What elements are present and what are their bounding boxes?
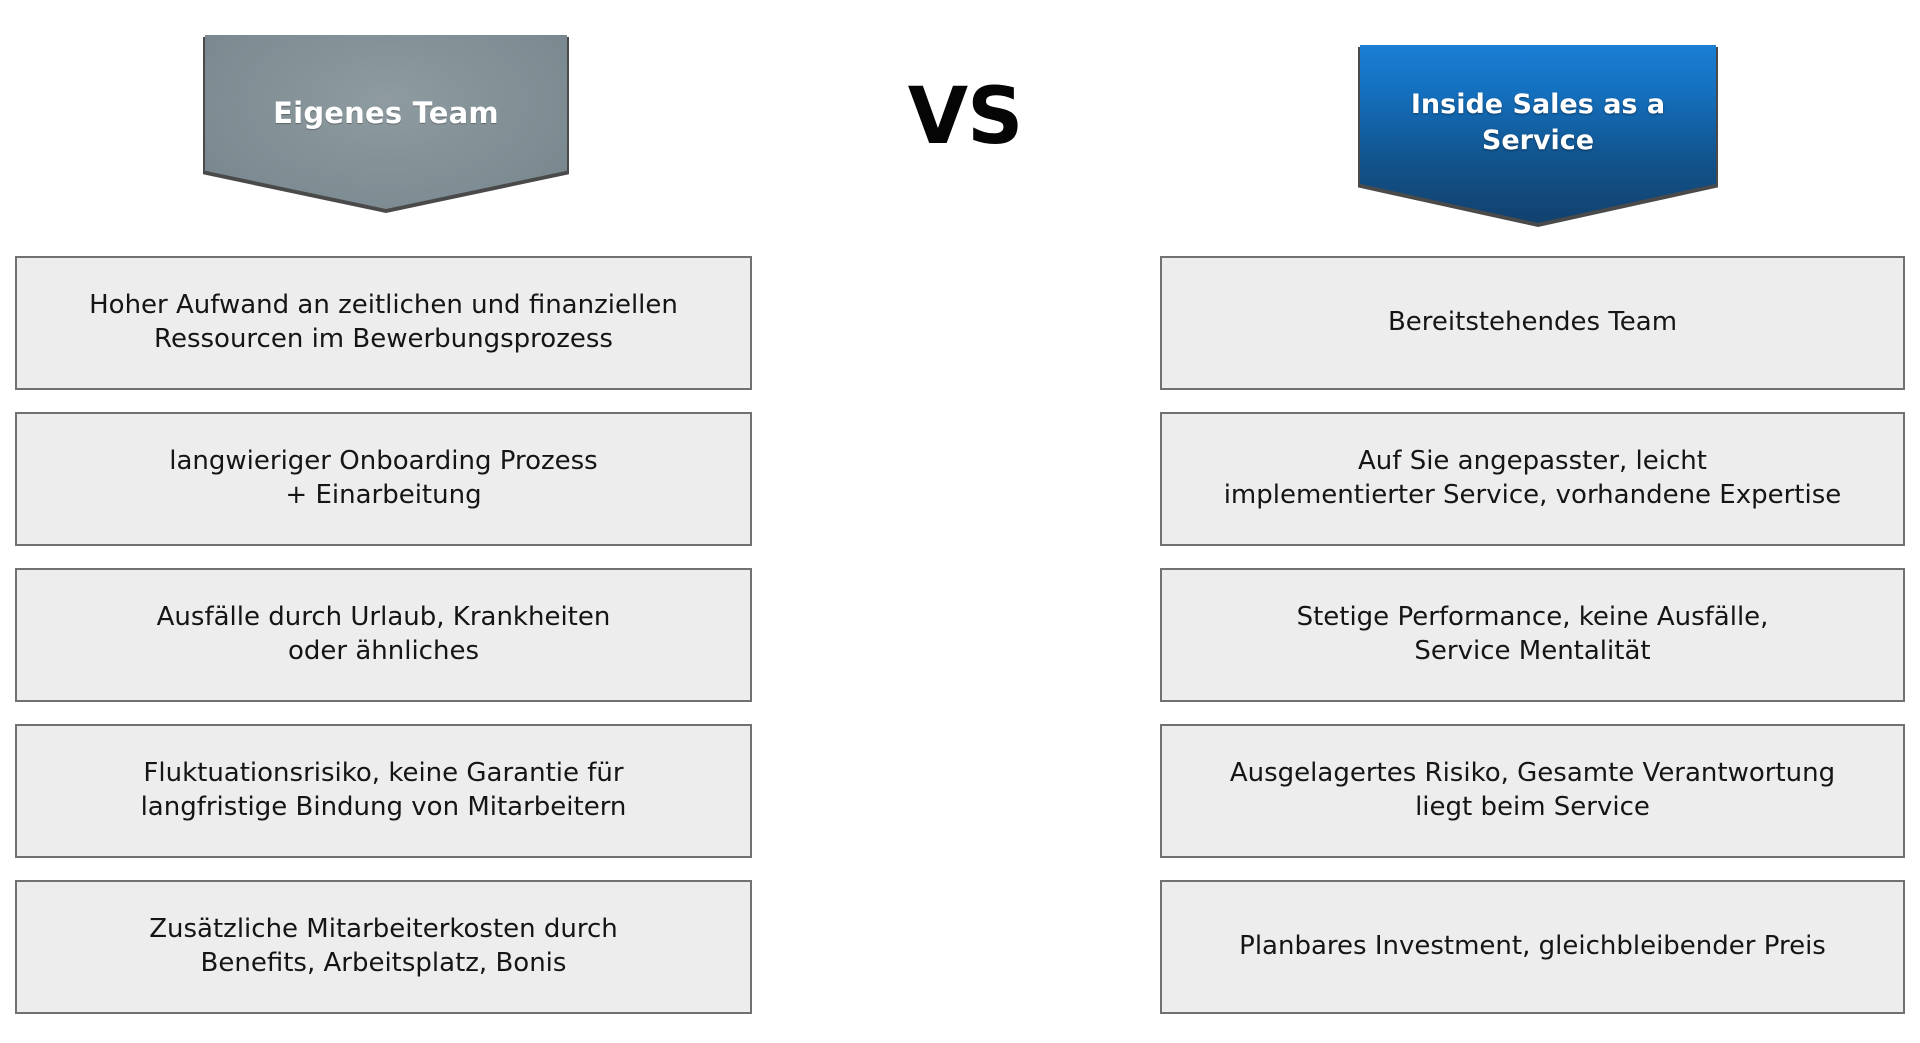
list-item: Fluktuationsrisiko, keine Garantie für l… [15,724,752,858]
right-banner-inside-sales-as-a-service: Inside Sales as a Service [1360,45,1716,223]
list-item: Hoher Aufwand an zeitlichen und finanzie… [15,256,752,390]
right-banner-label: Inside Sales as a Service [1410,89,1666,156]
item-text: Ausfälle durch Urlaub, Krankheiten oder … [156,602,611,666]
list-item: Planbares Investment, gleichbleibender P… [1160,880,1905,1014]
right-column-items: Bereitstehendes Team Auf Sie angepasster… [1160,256,1905,1014]
item-text: Planbares Investment, gleichbleibender P… [1239,931,1826,962]
list-item: Auf Sie angepasster, leicht implementier… [1160,412,1905,546]
item-text: Bereitstehendes Team [1387,307,1678,338]
list-item: langwieriger Onboarding Prozess + Einarb… [15,412,752,546]
list-item: Ausgelagertes Risiko, Gesamte Verantwort… [1160,724,1905,858]
item-text: Stetige Performance, keine Ausfälle, Ser… [1296,602,1769,666]
item-text: Auf Sie angepasster, leicht implementier… [1223,446,1842,510]
list-item: Ausfälle durch Urlaub, Krankheiten oder … [15,568,752,702]
item-text: Fluktuationsrisiko, keine Garantie für l… [140,758,627,822]
item-text: Ausgelagertes Risiko, Gesamte Verantwort… [1229,758,1836,822]
left-banner-eigenes-team: Eigenes Team [205,35,567,209]
list-item: Bereitstehendes Team [1160,256,1905,390]
item-text: Hoher Aufwand an zeitlichen und finanzie… [89,290,678,354]
item-text: Zusätzliche Mitarbeiterkosten durch Bene… [149,914,618,978]
left-column-items: Hoher Aufwand an zeitlichen und finanzie… [15,256,752,1014]
list-item: Zusätzliche Mitarbeiterkosten durch Bene… [15,880,752,1014]
item-text: langwieriger Onboarding Prozess + Einarb… [169,446,598,510]
list-item: Stetige Performance, keine Ausfälle, Ser… [1160,568,1905,702]
versus-label: VS [907,72,1024,162]
left-banner-label: Eigenes Team [273,95,499,130]
